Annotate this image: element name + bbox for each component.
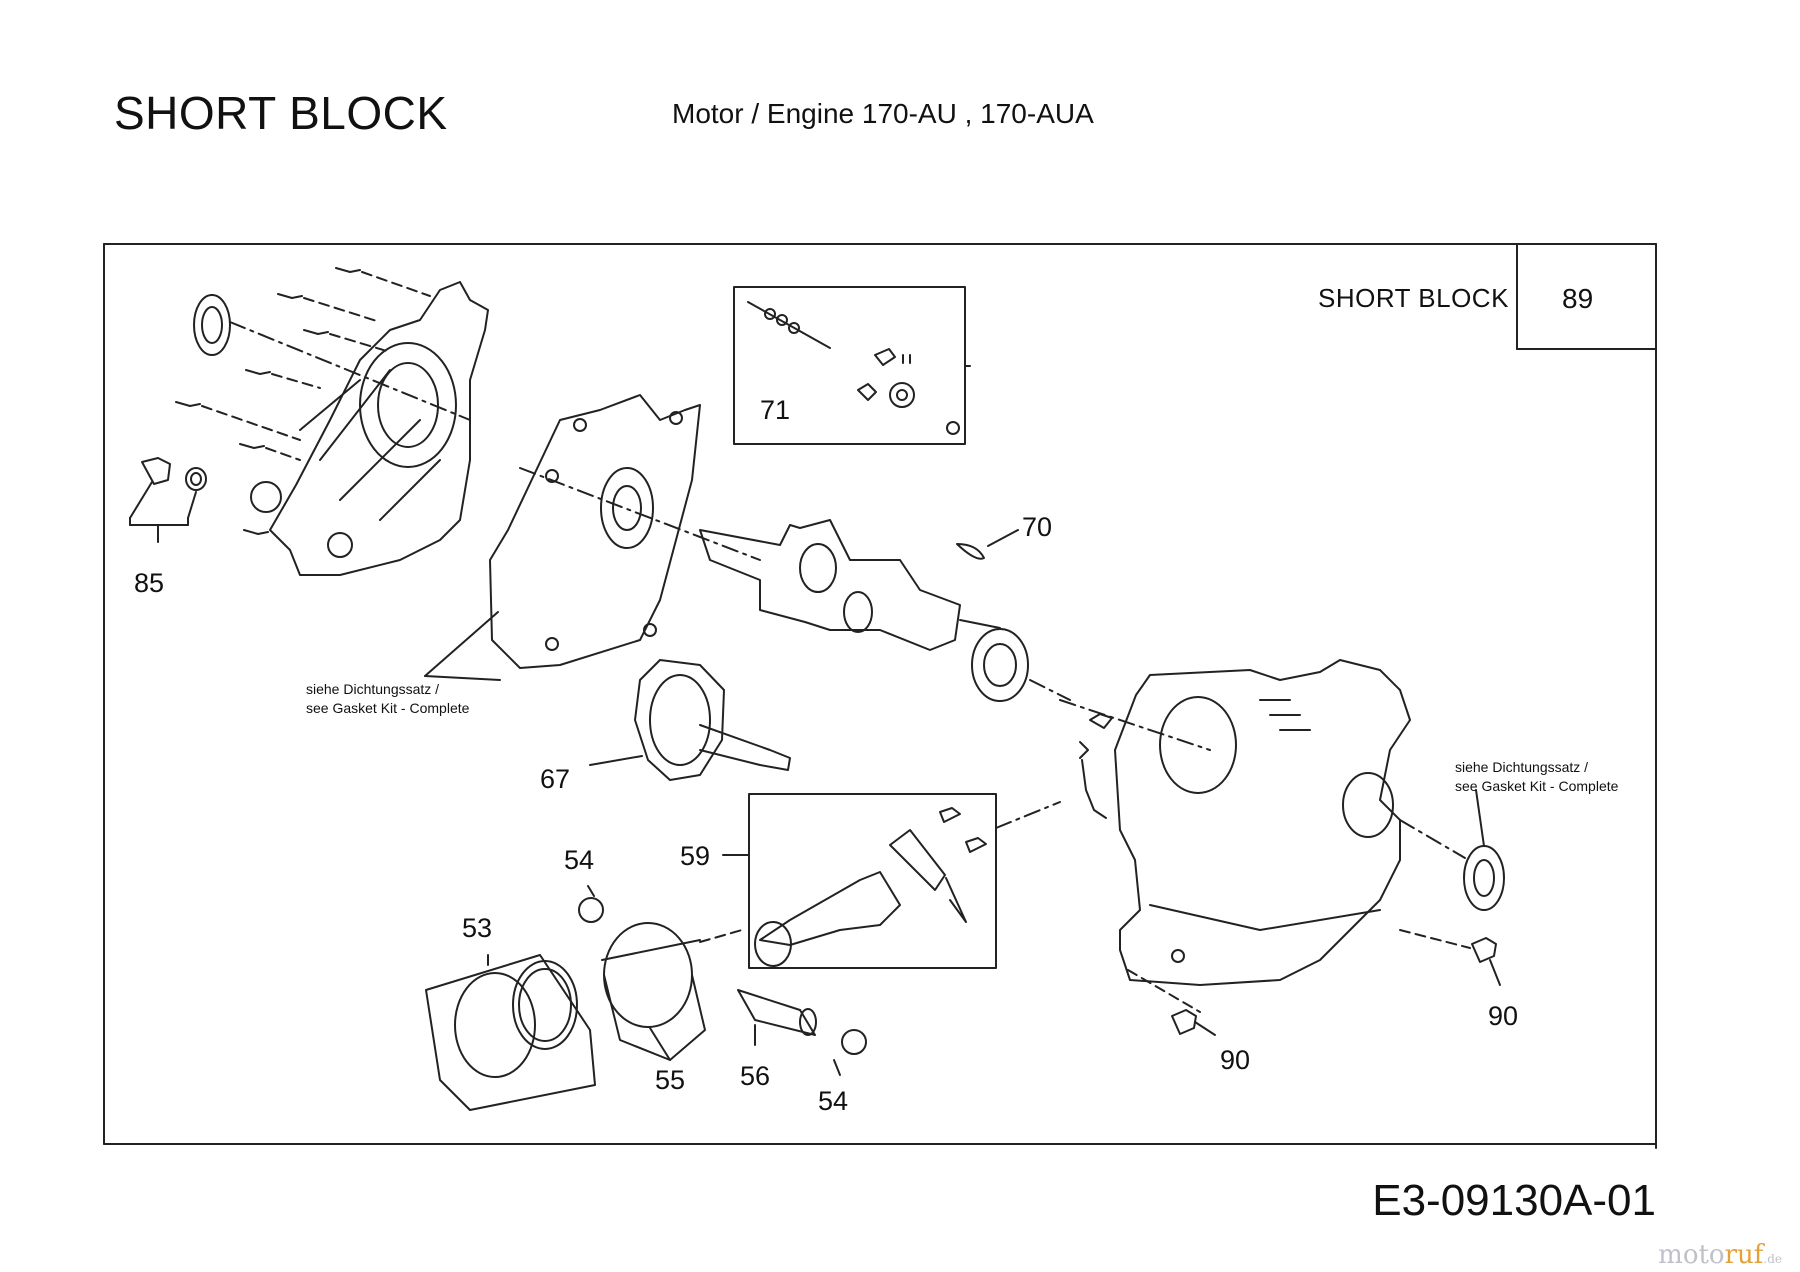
oil-seal-right [1399,789,1505,911]
callout-90-right: 90 [1488,1001,1519,1031]
watermark-part-2: ruf [1724,1240,1764,1270]
diagram-border [103,243,1657,1149]
callout-55: 55 [655,1065,686,1095]
crankshaft-drawing [699,519,1001,651]
drain-plug-90-bottom [1127,969,1216,1036]
callout-59: 59 [680,841,711,871]
detail-box-71 [733,286,971,445]
callout-54-upper: 54 [564,845,595,875]
gasket-drawing [424,394,701,681]
watermark-part-3: .de [1763,1252,1782,1266]
panel-title: SHORT BLOCK [1318,283,1509,313]
site-watermark-logo: motoruf.de [1658,1240,1782,1270]
callout-67: 67 [540,764,571,794]
drain-plug-85 [129,457,207,543]
crankcase-cover-drawing [193,281,489,576]
callout-70: 70 [1022,512,1053,542]
gasket-kit-note-left: siehe Dichtungssatz / see Gasket Kit - C… [306,681,470,716]
engine-block-drawing [1059,659,1411,986]
bolt-set [175,267,431,535]
bearing-right [971,628,1071,702]
watermark-part-1: moto [1658,1240,1725,1270]
callout-85: 85 [134,568,165,598]
callout-54-lower: 54 [818,1086,849,1116]
camshaft-67 [589,659,791,781]
detail-box-59 [722,793,1061,969]
piston-55 [601,922,743,1061]
woodruff-key-70 [956,529,1019,560]
piston-ring-set-53 [425,954,596,1111]
gasket-kit-note-right: siehe Dichtungssatz / see Gasket Kit - C… [1455,759,1619,794]
engine-model-subtitle: Motor / Engine 170-AU , 170-AUA [672,98,1094,129]
circlip-lower-54 [833,1029,867,1076]
drawing-code: E3-09130A-01 [1372,1176,1656,1225]
circlip-upper-54 [578,885,604,923]
callout-56: 56 [740,1061,771,1091]
callout-90-bottom: 90 [1220,1045,1251,1075]
panel-number: 89 [1562,283,1594,314]
drain-plug-90-right [1399,929,1501,986]
callout-53: 53 [462,913,493,943]
bearing-left [519,467,761,561]
callout-71: 71 [760,395,791,425]
page-title: SHORT BLOCK [114,87,448,139]
piston-pin-56 [737,989,817,1046]
